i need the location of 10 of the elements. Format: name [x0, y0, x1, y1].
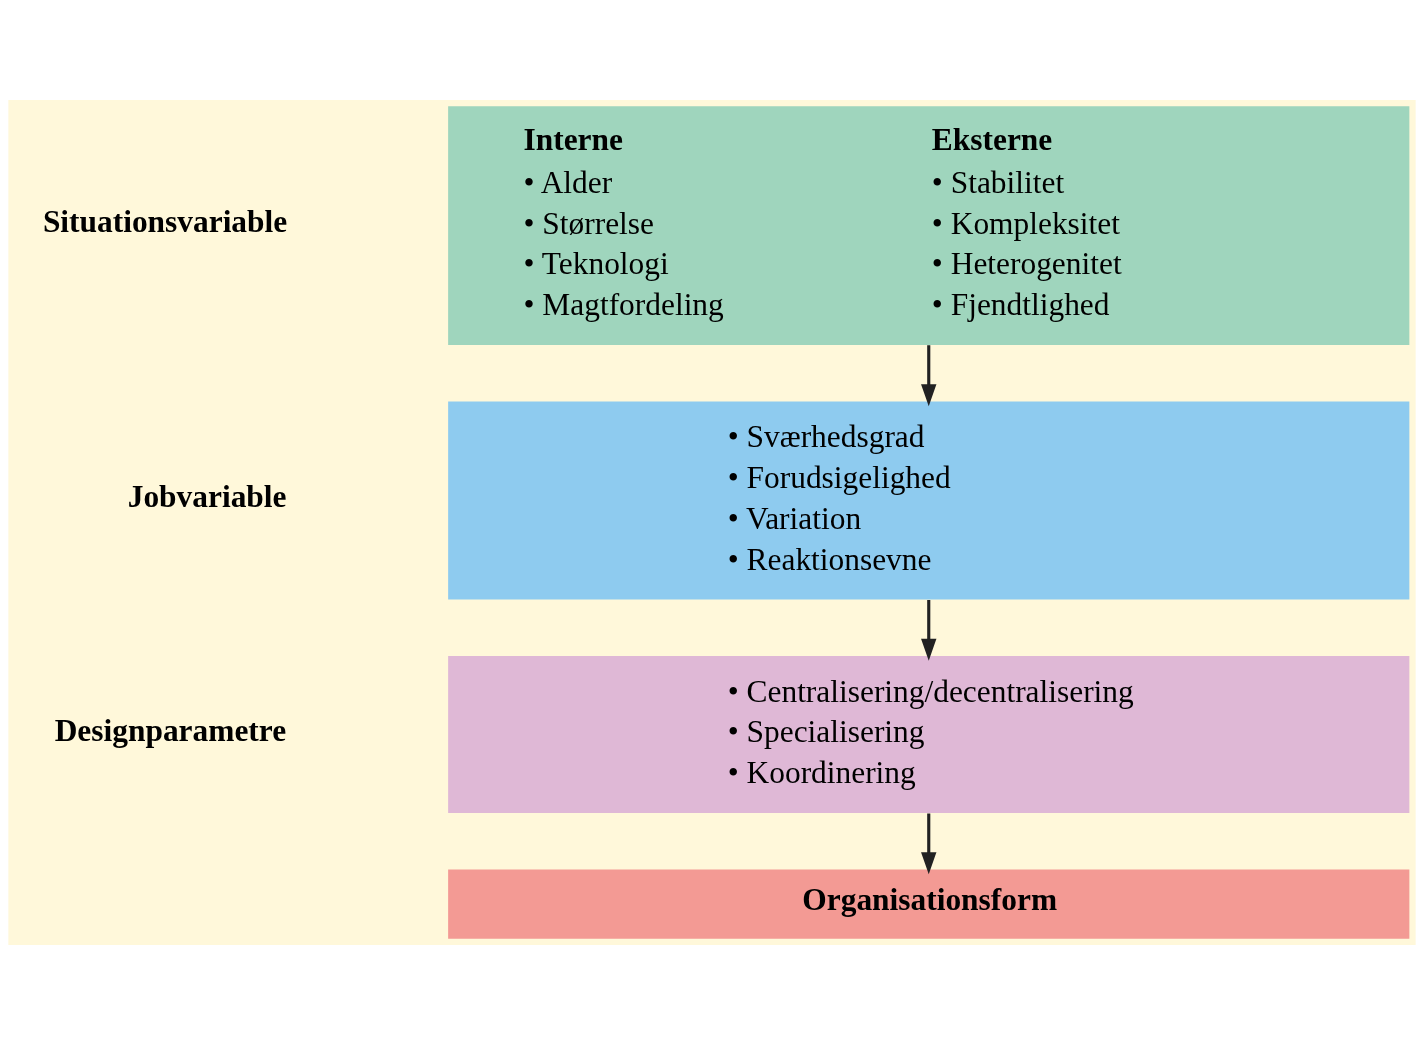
- node-box: • Centralisering/decentralisering • Specialisering • Koordinering: [448, 655, 1410, 813]
- node-box: • Sværhedsgrad • Forudsigelighed • Variation • Reaktionsevne: [448, 401, 1410, 599]
- arrow: [921, 344, 937, 406]
- label: Situationsvariable: [42, 203, 288, 239]
- node-box: Interne • Alder • Størrelse • Teknologi • Magtfordeling Eksterne • Stabilitet • Kompleksitet • Heterogenitet • Fjendtlighed: [448, 105, 1410, 345]
- label: Jobvariable: [127, 478, 287, 514]
- node-box: Organisationsform: [448, 869, 1410, 939]
- arrow: [921, 813, 937, 874]
- arrow: [921, 599, 937, 661]
- label: Designparametre: [54, 712, 287, 748]
